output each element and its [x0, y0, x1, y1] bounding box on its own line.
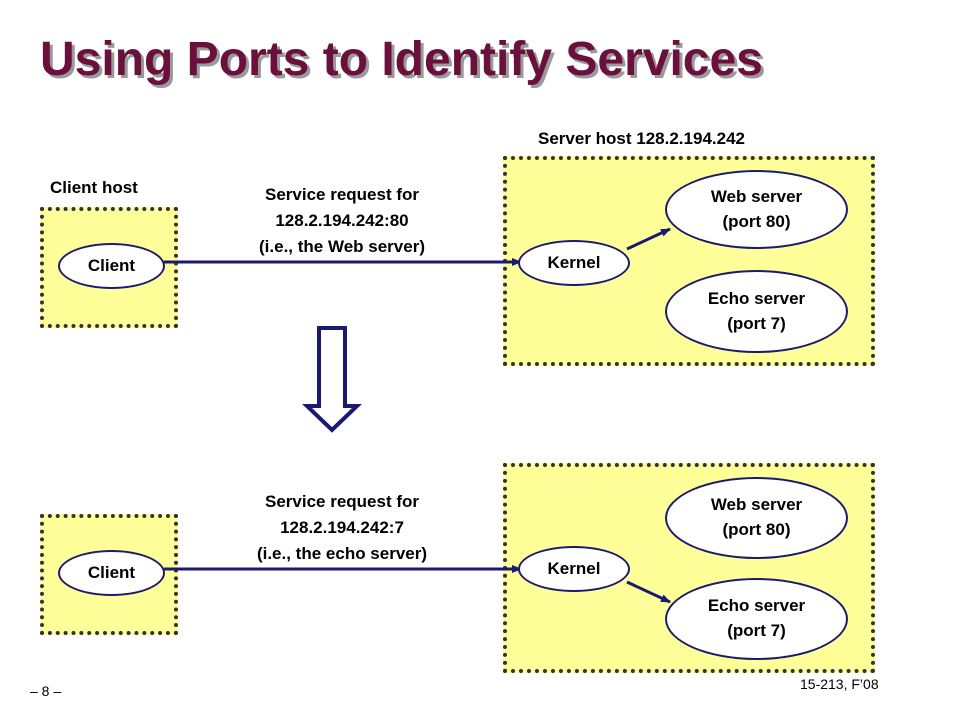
web-server-node-bottom: Web server (port 80) — [665, 477, 848, 559]
request-label-top: Service request for 128.2.194.242:80 (i.… — [222, 182, 462, 260]
down-arrow-icon — [302, 326, 362, 433]
client-label: Client — [87, 562, 136, 582]
kernel-to-web-arrow-top — [626, 227, 671, 251]
web-server-port: (port 80) — [722, 520, 791, 539]
echo-server-port: (port 7) — [727, 313, 786, 333]
kernel-node-bottom: Kernel — [518, 546, 630, 592]
web-server-label: Web server — [710, 495, 803, 515]
course-label: 15-213, F’08 — [800, 676, 879, 692]
request-line: Service request for — [264, 492, 419, 511]
kernel-label: Kernel — [547, 558, 601, 578]
slide-title: Using Ports to Identify Services — [40, 33, 763, 86]
request-note: (i.e., the Web server) — [259, 237, 425, 256]
request-address: 128.2.194.242:7 — [280, 518, 404, 537]
kernel-node-top: Kernel — [518, 240, 630, 286]
echo-server-node-bottom: Echo server (port 7) — [665, 578, 848, 660]
echo-server-label: Echo server — [707, 288, 806, 308]
client-node-bottom: Client — [58, 550, 165, 596]
echo-server-port: (port 7) — [727, 621, 786, 640]
page-number: – 8 – — [30, 683, 62, 699]
client-host-label: Client host — [50, 178, 138, 197]
request-note: (i.e., the echo server) — [256, 544, 428, 563]
web-server-port: (port 80) — [722, 211, 791, 231]
echo-server-node-top: Echo server (port 7) — [665, 270, 848, 353]
server-host-label: Server host 128.2.194.242 — [538, 129, 745, 148]
request-line: Service request for — [264, 185, 419, 204]
echo-server-label: Echo server — [707, 596, 806, 616]
web-server-node-top: Web server (port 80) — [665, 170, 848, 249]
kernel-label: Kernel — [547, 252, 601, 272]
request-address: 128.2.194.242:80 — [275, 211, 409, 230]
kernel-to-echo-arrow-bottom — [626, 580, 671, 604]
request-label-bottom: Service request for 128.2.194.242:7 (i.e… — [222, 489, 462, 567]
client-label: Client — [87, 255, 136, 275]
client-node-top: Client — [58, 243, 165, 289]
web-server-label: Web server — [710, 186, 803, 206]
